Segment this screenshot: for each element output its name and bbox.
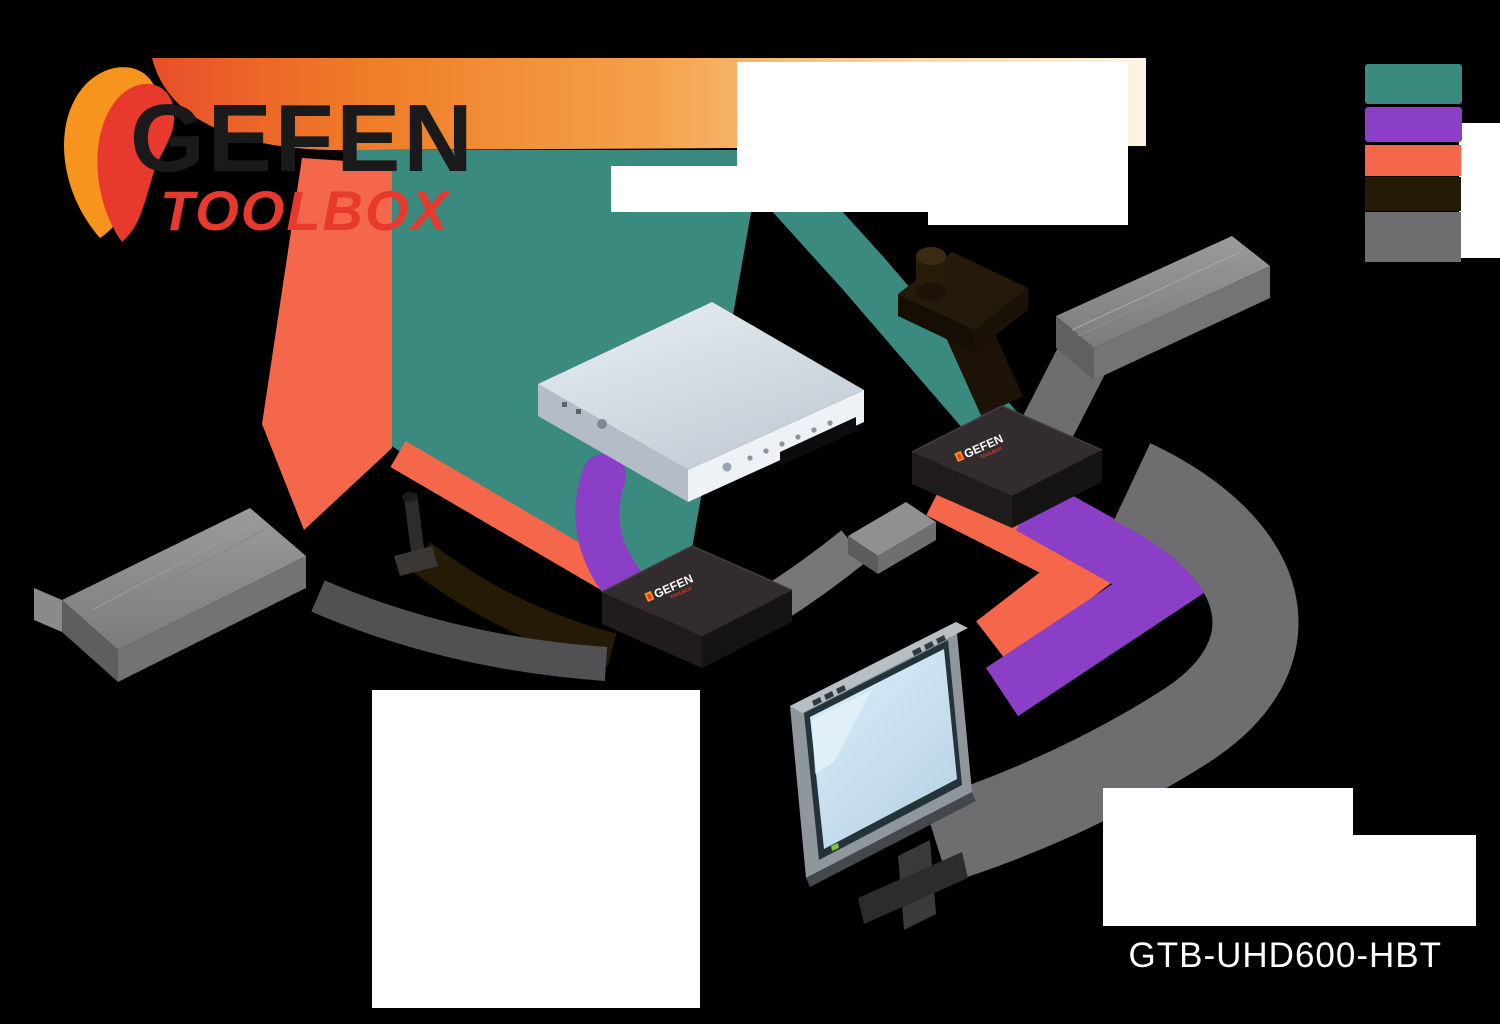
tv-frame-top-edge <box>790 622 968 713</box>
tv-frame-bottom-edge <box>806 792 976 887</box>
legend-swatch-orange <box>1365 145 1461 176</box>
label-box-bottom-left <box>372 690 700 1008</box>
product-model-label: GTB-UHD600-HBT <box>1128 936 1442 975</box>
sender-side-right <box>702 590 792 668</box>
label-box-bottom-right <box>1103 788 1476 926</box>
small-module <box>848 502 936 574</box>
blu-ray-top <box>538 302 864 470</box>
logo-text-brand: GEFEN <box>130 85 476 192</box>
purple-cable-to-sender <box>575 454 648 610</box>
network-switch-left <box>34 508 306 682</box>
badge-flame-inner-icon <box>956 453 963 460</box>
tv-stand-base <box>858 852 968 924</box>
sender-side-left <box>602 592 702 668</box>
dark-cable-left <box>409 542 617 667</box>
receiver-edge-highlight <box>911 405 1103 453</box>
legend-swatch-teal <box>1365 64 1462 104</box>
receiver-side-right <box>1012 450 1102 528</box>
left-slab-groove <box>91 521 259 611</box>
logo-text-family: TOOLBOX <box>160 179 450 242</box>
legend-swatch-purple <box>1365 107 1462 142</box>
tv-screen-sheen <box>812 690 872 774</box>
psu-front <box>898 294 974 352</box>
gray-cable-left <box>311 580 608 681</box>
sender-unit: GEFEN TOOLBOX <box>601 545 793 668</box>
small-module-side <box>848 536 878 574</box>
gray-cable-curve <box>923 443 1299 884</box>
blu-ray-jack <box>562 402 567 407</box>
blu-ray-buttons <box>747 420 833 461</box>
tv-display <box>790 622 976 930</box>
psu-barrel-base <box>916 283 946 301</box>
switch-groove <box>1077 257 1247 337</box>
label-box-top <box>611 62 1128 225</box>
ir-head <box>402 492 418 502</box>
label-box-right-edge <box>1459 123 1500 258</box>
blu-ray-knob <box>597 419 607 429</box>
blu-ray-front <box>688 390 864 502</box>
blu-ray-player <box>538 302 864 502</box>
tv-vents <box>812 635 946 706</box>
sender-edge-highlight <box>601 545 793 593</box>
small-module-front <box>878 522 936 574</box>
ir-foot <box>394 546 438 576</box>
blu-ray-display-window <box>780 417 856 466</box>
small-module-top <box>848 502 936 556</box>
left-slab-top <box>62 508 306 650</box>
power-supply <box>898 247 1028 352</box>
legend-swatch-gray <box>1365 212 1461 262</box>
receiver-unit: GEFEN TOOLBOX <box>911 405 1103 528</box>
switch-front-face <box>1094 266 1270 380</box>
purple-cable-to-display <box>985 479 1224 717</box>
logo-flame-inner-icon <box>97 83 175 242</box>
blu-ray-jack <box>576 409 581 414</box>
switch-side-face <box>1056 316 1094 380</box>
receiver-side-left <box>912 452 1012 528</box>
blu-ray-power-button <box>722 462 732 472</box>
left-slab-stub <box>34 588 62 632</box>
tv-power-led <box>831 843 839 851</box>
ir-extender <box>394 492 438 576</box>
blu-ray-side <box>538 384 688 502</box>
psu-barrel-top <box>916 247 946 265</box>
orange-cable-band <box>262 158 392 530</box>
switch-groove <box>1071 251 1241 331</box>
tv-screen <box>810 649 957 849</box>
legend <box>1365 64 1462 262</box>
ir-stem <box>404 493 425 560</box>
left-slab-front <box>118 556 306 682</box>
network-switch-top <box>1056 236 1270 380</box>
switch-top-face <box>1056 236 1270 348</box>
left-slab-groove <box>97 529 265 619</box>
left-slab-side <box>62 600 118 682</box>
badge-flame-inner-icon <box>646 593 653 600</box>
psu-side <box>974 288 1028 352</box>
legend-swatch-black <box>1365 177 1461 211</box>
